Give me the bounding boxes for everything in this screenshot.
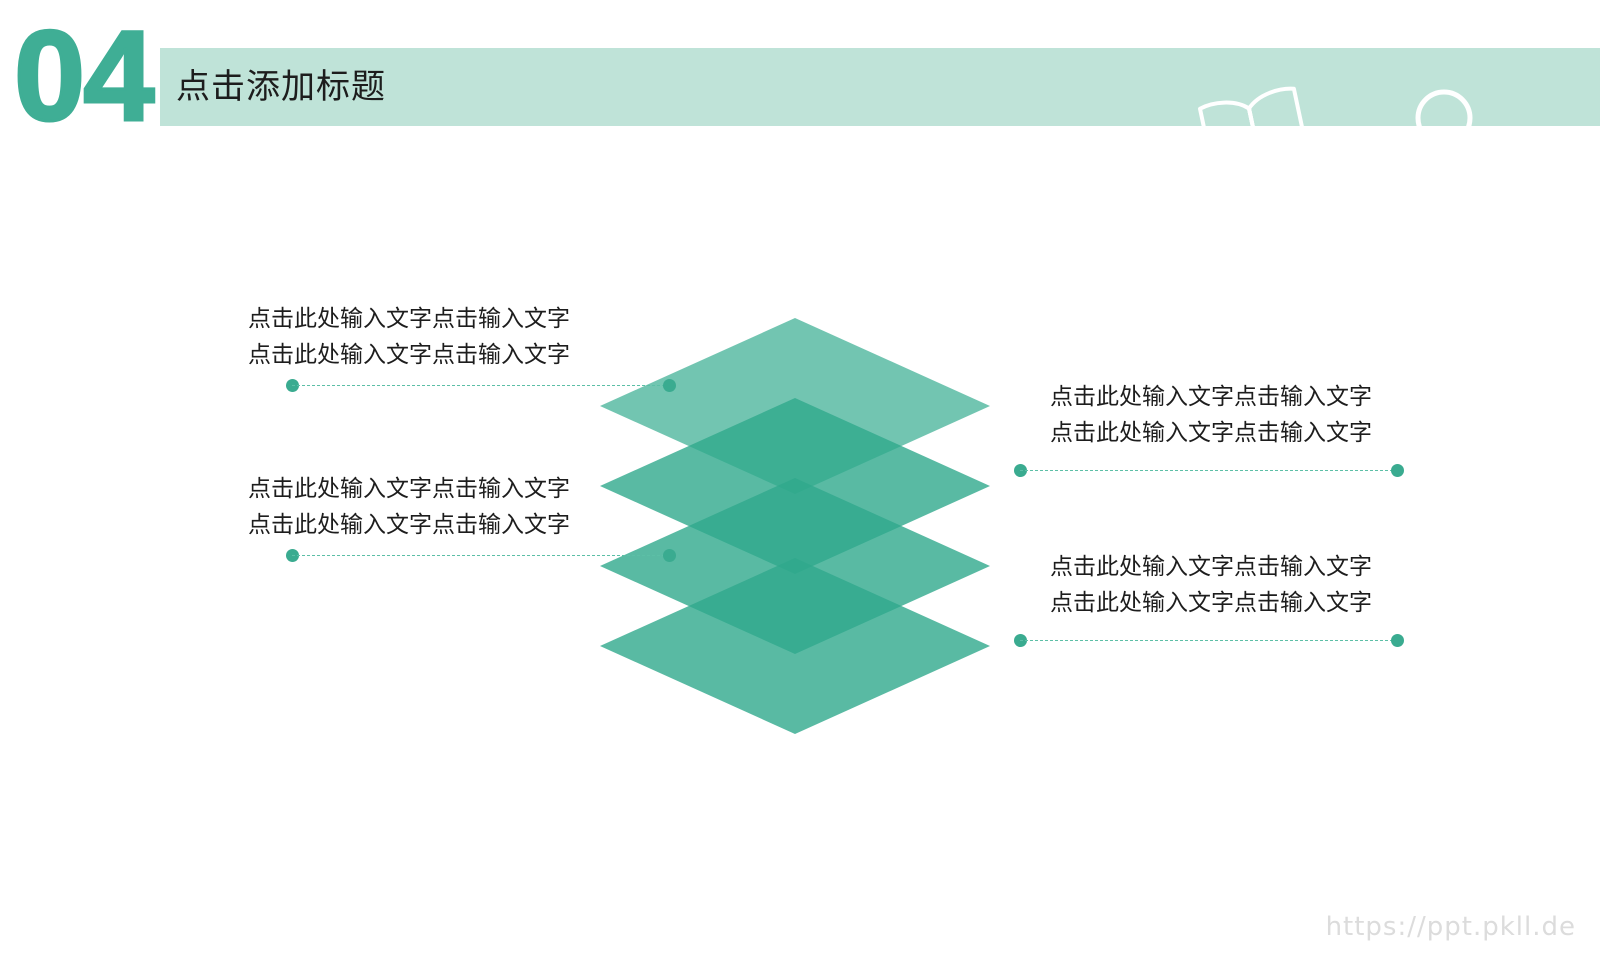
callout-bottom-right: 点击此处输入文字点击输入文字 点击此处输入文字点击输入文字: [1014, 548, 1404, 647]
connector-dash: [292, 555, 670, 556]
connector-dash: [292, 385, 670, 386]
callout-top-left: 点击此处输入文字点击输入文字 点击此处输入文字点击输入文字: [100, 300, 676, 392]
connector-dash: [1020, 470, 1398, 471]
callout-line-1: 点击此处输入文字点击输入文字: [248, 475, 570, 501]
connector-dot-end: [663, 549, 676, 562]
callout-line-1: 点击此处输入文字点击输入文字: [248, 305, 570, 331]
callout-top-right: 点击此处输入文字点击输入文字 点击此处输入文字点击输入文字: [1014, 378, 1404, 477]
connector-line: [1014, 464, 1404, 478]
stacked-layers-diagram: [600, 310, 1000, 740]
header-band: [160, 48, 1600, 126]
connector-dot-end: [663, 379, 676, 392]
book-icon: [1194, 86, 1314, 126]
connector-line: [1014, 634, 1404, 648]
connector-dot-end: [1391, 634, 1404, 647]
callout-line-2: 点击此处输入文字点击输入文字: [248, 341, 570, 367]
section-number: 04: [13, 5, 156, 148]
connector-line: [286, 379, 676, 393]
callout-line-2: 点击此处输入文字点击输入文字: [1050, 419, 1372, 445]
watermark: https://ppt.pkll.de: [1325, 912, 1576, 942]
callout-line-1: 点击此处输入文字点击输入文字: [1050, 553, 1372, 579]
callout-line-2: 点击此处输入文字点击输入文字: [1050, 589, 1372, 615]
connector-dash: [1020, 640, 1398, 641]
magnifier-icon: [1400, 76, 1510, 126]
connector-dot-end: [1391, 464, 1404, 477]
callout-line-2: 点击此处输入文字点击输入文字: [248, 511, 570, 537]
connector-line: [286, 549, 676, 563]
callout-line-1: 点击此处输入文字点击输入文字: [1050, 383, 1372, 409]
page-title: 点击添加标题: [176, 68, 386, 106]
callout-bottom-left: 点击此处输入文字点击输入文字 点击此处输入文字点击输入文字: [100, 470, 676, 562]
